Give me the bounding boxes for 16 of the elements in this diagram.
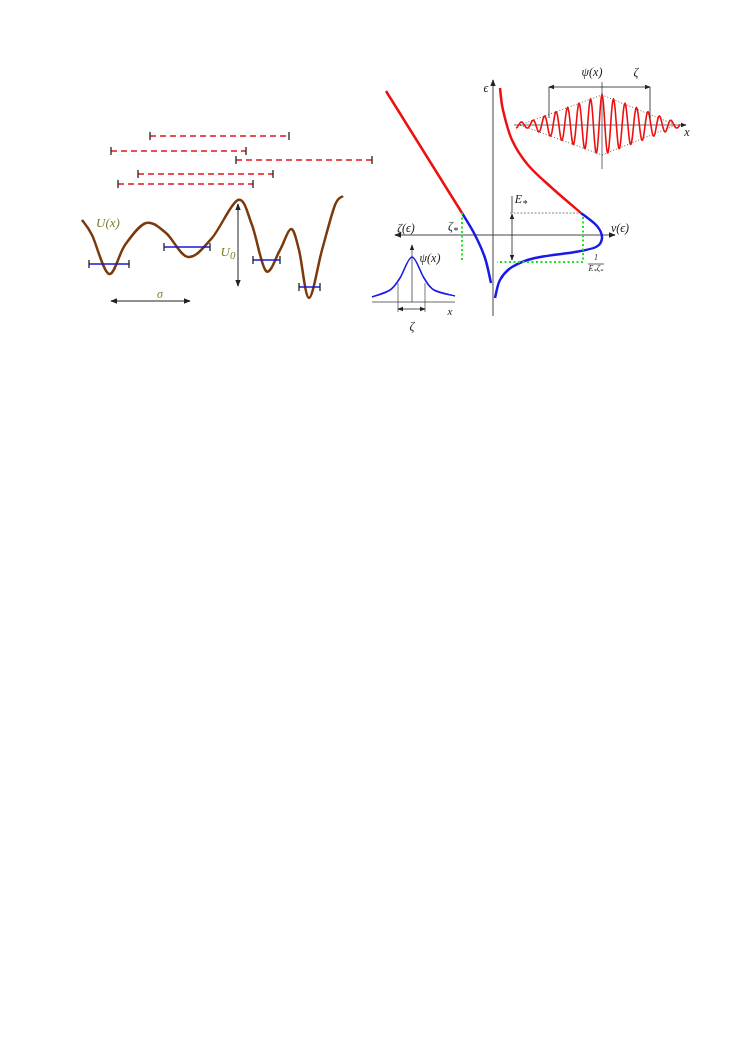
- fraction-numerator: 1: [594, 254, 598, 262]
- value-label: ζ$_{*}$: [448, 220, 458, 236]
- function-label: ψ(x): [419, 252, 441, 264]
- energy-label: E$_{*}$: [514, 193, 528, 209]
- width-label: ζ: [409, 320, 415, 332]
- width-label: ζ: [633, 66, 639, 78]
- width-label: σ: [157, 288, 163, 300]
- axis-label: ϵ: [483, 82, 489, 94]
- function-label: U(x): [96, 215, 120, 229]
- function-label: ψ(x): [581, 66, 603, 78]
- fraction-denominator: E$_{*}$ζ$_{*}$: [588, 264, 604, 276]
- axis-label: x: [684, 126, 690, 138]
- height-label: U$_{0}$: [220, 244, 236, 262]
- axis-label: x: [447, 305, 453, 317]
- axis-label: ζ(ϵ): [397, 222, 415, 234]
- axis-label: ν(ϵ): [610, 222, 630, 234]
